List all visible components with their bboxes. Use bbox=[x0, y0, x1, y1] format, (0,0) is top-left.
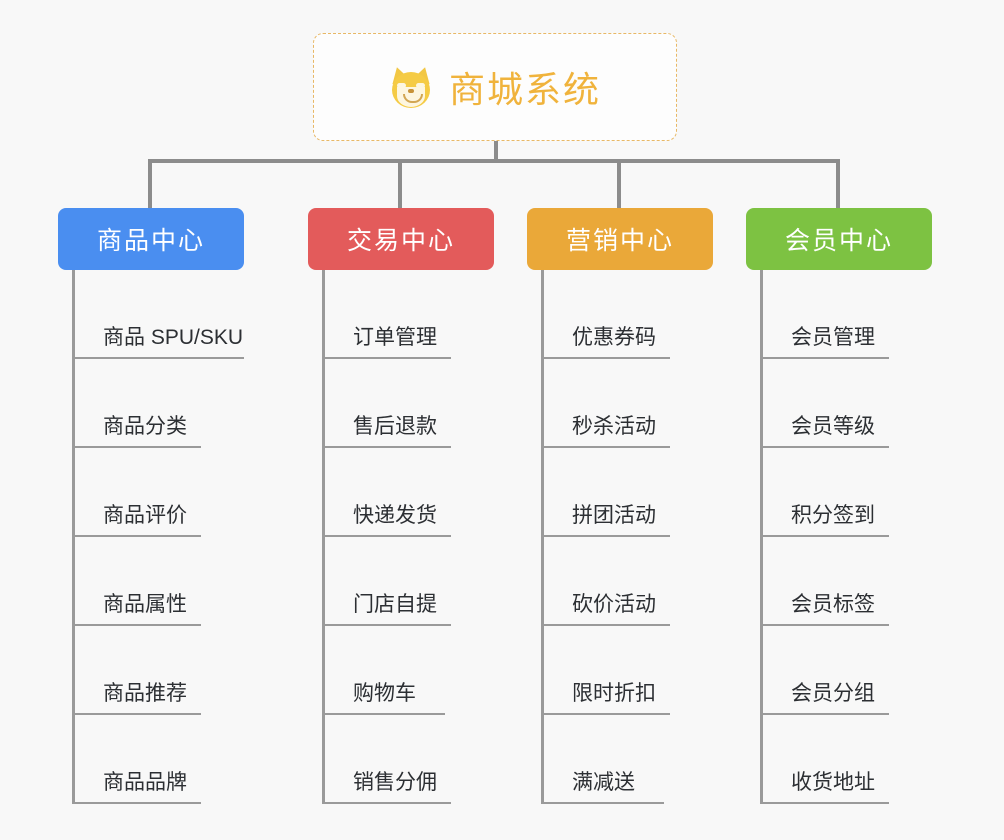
leaf-label: 积分签到 bbox=[763, 499, 889, 537]
leaf-label: 商品评价 bbox=[75, 499, 201, 537]
connector-horizontal-bus bbox=[150, 159, 840, 163]
list-item[interactable]: 收货地址 bbox=[763, 715, 932, 804]
leaf-label: 会员等级 bbox=[763, 410, 889, 448]
leaf-label: 快递发货 bbox=[325, 499, 451, 537]
leaf-label: 订单管理 bbox=[325, 321, 451, 359]
leaf-label: 会员分组 bbox=[763, 677, 889, 715]
leaf-label: 拼团活动 bbox=[544, 499, 670, 537]
connector-drop-product-center bbox=[148, 159, 152, 208]
root-node[interactable]: 商城系统 bbox=[313, 33, 677, 141]
leaf-label: 优惠券码 bbox=[544, 321, 670, 359]
list-item[interactable]: 秒杀活动 bbox=[544, 359, 713, 448]
branch-member-center: 会员中心 会员管理 会员等级 积分签到 会员标签 会员分组 收货地址 bbox=[746, 208, 932, 804]
leaf-label: 满减送 bbox=[544, 766, 664, 804]
leaf-label: 会员标签 bbox=[763, 588, 889, 626]
branch-label: 会员中心 bbox=[784, 227, 893, 255]
leaf-label: 商品推荐 bbox=[75, 677, 201, 715]
branch-header-product-center[interactable]: 商品中心 bbox=[58, 208, 244, 270]
leaf-label: 售后退款 bbox=[325, 410, 451, 448]
branch-marketing-center: 营销中心 优惠券码 秒杀活动 拼团活动 砍价活动 限时折扣 满减送 bbox=[527, 208, 713, 804]
connector-drop-marketing-center bbox=[617, 159, 621, 208]
list-item[interactable]: 售后退款 bbox=[325, 359, 494, 448]
branch-label: 营销中心 bbox=[565, 227, 674, 255]
leaf-label: 会员管理 bbox=[763, 321, 889, 359]
list-item[interactable]: 订单管理 bbox=[325, 270, 494, 359]
leaf-label: 收货地址 bbox=[763, 766, 889, 804]
leaf-label: 销售分佣 bbox=[325, 766, 451, 804]
list-item[interactable]: 会员管理 bbox=[763, 270, 932, 359]
list-item[interactable]: 会员标签 bbox=[763, 537, 932, 626]
branch-header-member-center[interactable]: 会员中心 bbox=[746, 208, 932, 270]
connector-drop-trade-center bbox=[398, 159, 402, 208]
list-item[interactable]: 快递发货 bbox=[325, 448, 494, 537]
leaf-label: 砍价活动 bbox=[544, 588, 670, 626]
list-item[interactable]: 优惠券码 bbox=[544, 270, 713, 359]
leaf-list-marketing-center: 优惠券码 秒杀活动 拼团活动 砍价活动 限时折扣 满减送 bbox=[541, 270, 713, 804]
root-title: 商城系统 bbox=[448, 69, 601, 110]
leaf-list-product-center: 商品 SPU/SKU 商品分类 商品评价 商品属性 商品推荐 商品品牌 bbox=[72, 270, 244, 804]
connector-drop-member-center bbox=[836, 159, 840, 208]
leaf-list-member-center: 会员管理 会员等级 积分签到 会员标签 会员分组 收货地址 bbox=[760, 270, 932, 804]
connector-root-stem bbox=[494, 141, 498, 163]
list-item[interactable]: 限时折扣 bbox=[544, 626, 713, 715]
leaf-label: 商品品牌 bbox=[75, 766, 201, 804]
list-item[interactable]: 商品 SPU/SKU bbox=[75, 270, 244, 359]
branch-label: 交易中心 bbox=[346, 227, 455, 255]
branch-label: 商品中心 bbox=[96, 227, 205, 255]
list-item[interactable]: 销售分佣 bbox=[325, 715, 494, 804]
branch-header-marketing-center[interactable]: 营销中心 bbox=[527, 208, 713, 270]
branch-trade-center: 交易中心 订单管理 售后退款 快递发货 门店自提 购物车 销售分佣 bbox=[308, 208, 494, 804]
leaf-label: 商品 SPU/SKU bbox=[75, 321, 244, 359]
leaf-list-trade-center: 订单管理 售后退款 快递发货 门店自提 购物车 销售分佣 bbox=[322, 270, 494, 804]
list-item[interactable]: 砍价活动 bbox=[544, 537, 713, 626]
list-item[interactable]: 满减送 bbox=[544, 715, 713, 804]
leaf-label: 秒杀活动 bbox=[544, 410, 670, 448]
branch-header-trade-center[interactable]: 交易中心 bbox=[308, 208, 494, 270]
list-item[interactable]: 积分签到 bbox=[763, 448, 932, 537]
list-item[interactable]: 会员等级 bbox=[763, 359, 932, 448]
leaf-label: 购物车 bbox=[325, 677, 445, 715]
leaf-label: 门店自提 bbox=[325, 588, 451, 626]
leaf-label: 商品分类 bbox=[75, 410, 201, 448]
list-item[interactable]: 商品品牌 bbox=[75, 715, 244, 804]
list-item[interactable]: 商品分类 bbox=[75, 359, 244, 448]
list-item[interactable]: 商品属性 bbox=[75, 537, 244, 626]
leaf-label: 限时折扣 bbox=[544, 677, 670, 715]
list-item[interactable]: 门店自提 bbox=[325, 537, 494, 626]
branch-product-center: 商品中心 商品 SPU/SKU 商品分类 商品评价 商品属性 商品推荐 商品品牌 bbox=[58, 208, 244, 804]
list-item[interactable]: 会员分组 bbox=[763, 626, 932, 715]
list-item[interactable]: 商品推荐 bbox=[75, 626, 244, 715]
list-item[interactable]: 拼团活动 bbox=[544, 448, 713, 537]
list-item[interactable]: 购物车 bbox=[325, 626, 494, 715]
leaf-label: 商品属性 bbox=[75, 588, 201, 626]
shiba-dog-face-icon bbox=[388, 64, 435, 110]
list-item[interactable]: 商品评价 bbox=[75, 448, 244, 537]
